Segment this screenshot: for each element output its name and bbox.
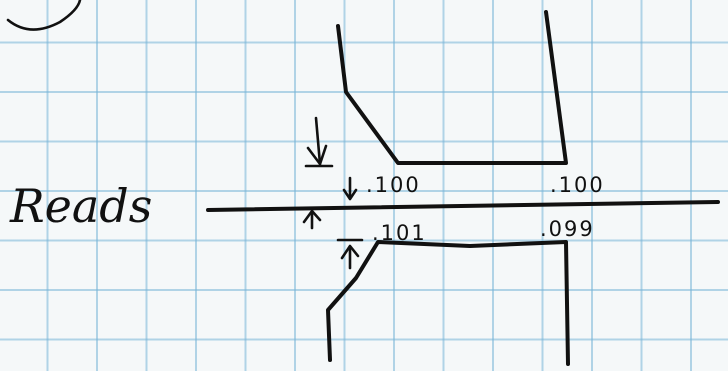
reading-bottom-right: .099	[540, 217, 595, 241]
up-arrow-lower	[336, 238, 364, 270]
lower-part-outline	[326, 240, 570, 366]
reference-line	[206, 200, 720, 212]
upper-part-outline	[336, 10, 568, 165]
down-arrow-upper	[304, 116, 334, 168]
up-arrow-line	[302, 209, 322, 230]
reading-bottom-left: .101	[372, 221, 427, 245]
reading-top-left: .100	[366, 173, 421, 197]
reads-label: Reads	[9, 179, 152, 233]
down-arrow-gap	[342, 176, 358, 201]
reading-top-right: .100	[550, 173, 605, 197]
partial-circle	[6, 0, 82, 31]
